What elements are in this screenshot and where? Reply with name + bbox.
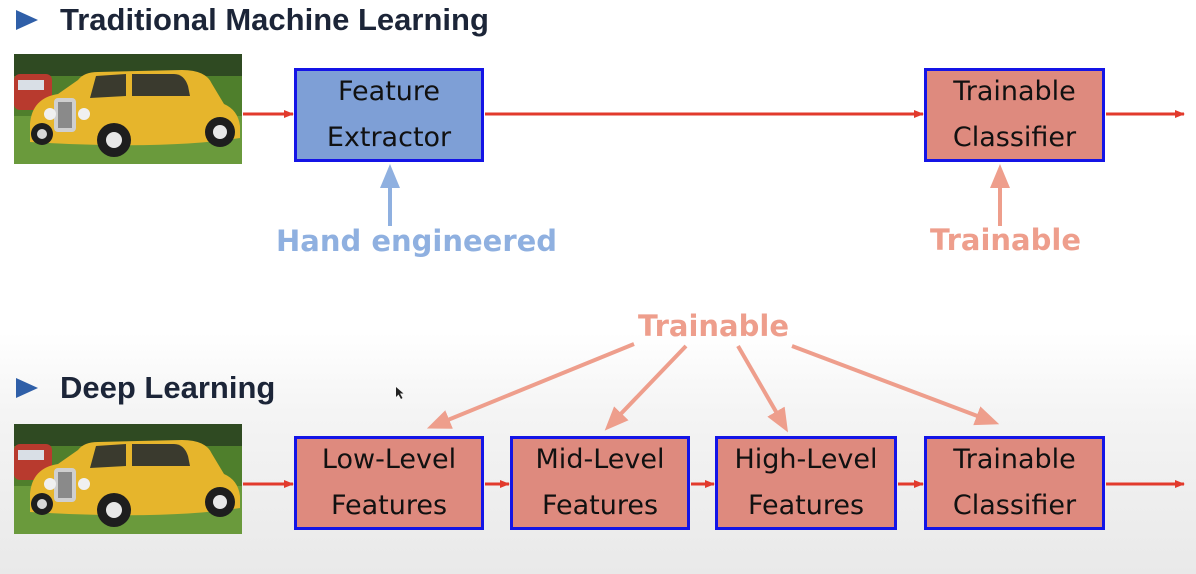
- deep-trainable-label: Trainable: [638, 309, 789, 343]
- feature-extractor-line-2: Extractor: [326, 122, 452, 153]
- traditional-classifier-line-2: Classifier: [952, 122, 1077, 153]
- trainable-to-classifier-arrow: [791, 344, 1000, 426]
- mid-level-line-1: Mid-Level: [535, 444, 665, 475]
- low-level-features-box: Low-Level Features: [294, 436, 484, 530]
- trainable-to-mid-level-arrow: [604, 344, 688, 431]
- mid-level-line-2: Features: [541, 490, 659, 521]
- deep-classifier-line-2: Classifier: [952, 490, 1077, 521]
- triangle-bullet-icon: [16, 10, 38, 30]
- deep-classifier-line-1: Trainable: [953, 444, 1076, 475]
- traditional-section-title: Traditional Machine Learning: [16, 2, 489, 38]
- traditional-title-text: Traditional Machine Learning: [60, 2, 489, 37]
- high-level-features-box: High-Level Features: [715, 436, 897, 530]
- hand-engineered-label: Hand engineered: [276, 224, 558, 258]
- trainable-to-high-level-arrow: [736, 344, 789, 433]
- mouse-cursor-icon: [396, 387, 404, 399]
- high-level-line-1: High-Level: [734, 444, 878, 475]
- deep-classifier-box: Trainable Classifier: [924, 436, 1105, 530]
- high-level-line-2: Features: [747, 490, 865, 521]
- low-level-line-2: Features: [330, 490, 448, 521]
- mid-level-features-box: Mid-Level Features: [510, 436, 690, 530]
- traditional-classifier-box: Trainable Classifier: [924, 68, 1105, 162]
- deep-section-title: Deep Learning: [16, 370, 275, 406]
- feature-extractor-line-1: Feature: [337, 76, 441, 107]
- traditional-classifier-line-1: Trainable: [953, 76, 1076, 107]
- triangle-bullet-icon: [16, 378, 38, 398]
- traditional-trainable-label: Trainable: [930, 223, 1081, 257]
- low-level-line-1: Low-Level: [321, 444, 457, 475]
- feature-extractor-box: Feature Extractor: [294, 68, 484, 162]
- deep-title-text: Deep Learning: [60, 370, 276, 405]
- trainable-to-low-level-arrow: [426, 342, 635, 429]
